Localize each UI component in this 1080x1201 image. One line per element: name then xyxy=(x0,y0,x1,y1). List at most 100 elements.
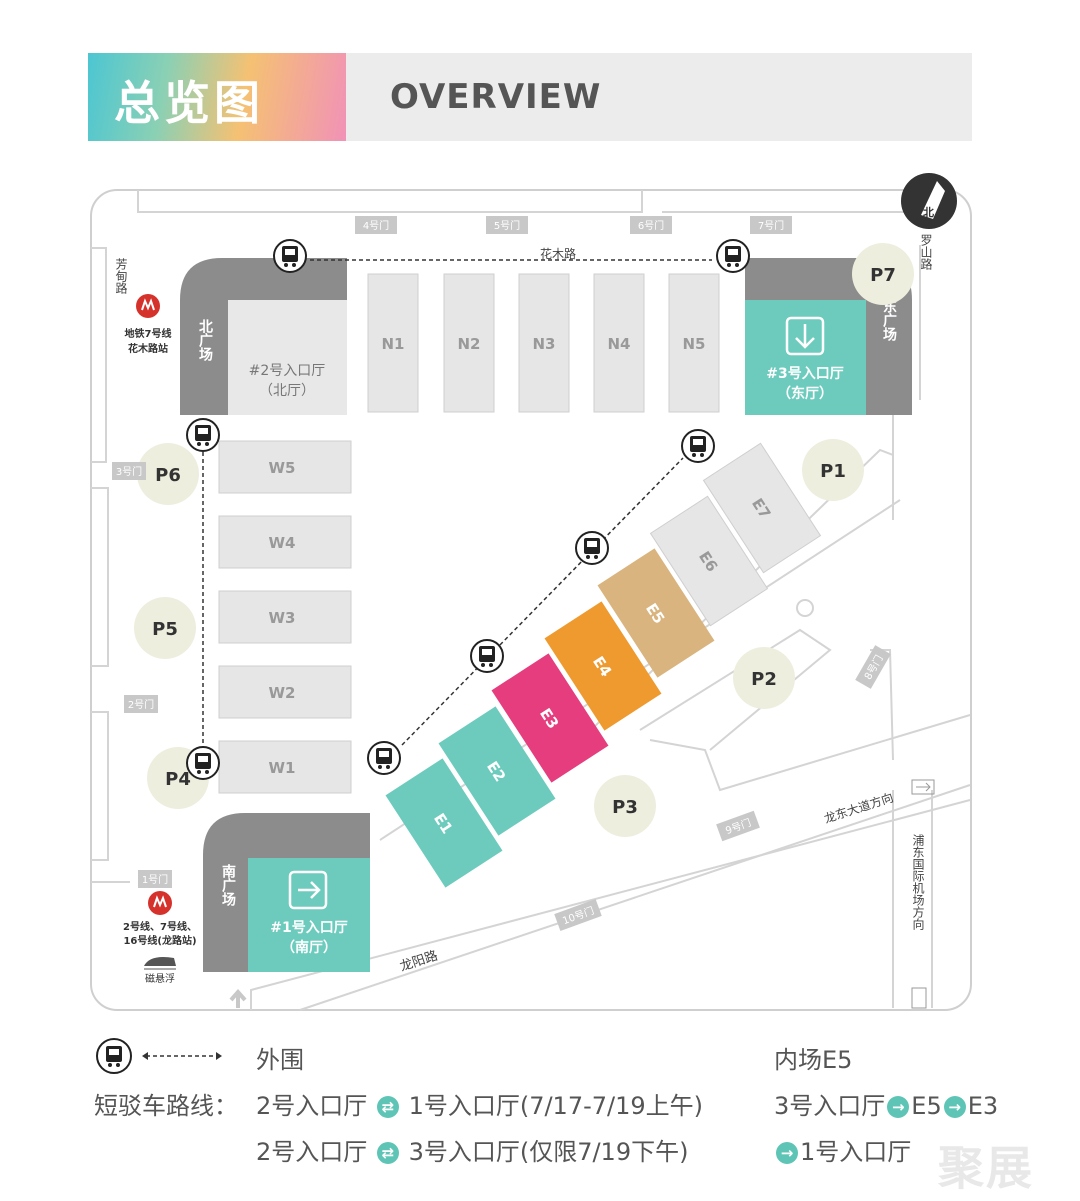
route2-start: 2号入口厅 xyxy=(256,1138,368,1166)
hall-e1[interactable]: E1 xyxy=(385,758,503,888)
hall-n5[interactable]: N5 xyxy=(668,273,720,413)
gate-3[interactable]: 3号门 xyxy=(112,462,146,480)
gate-6[interactable]: 6号门 xyxy=(630,216,672,234)
legend-dashed-arrow xyxy=(142,1052,222,1060)
swap-icon: ⇄ xyxy=(376,1142,399,1164)
road-fangdian: 芳甸路 xyxy=(114,258,128,295)
north-halls: N1 N2 N3 N4 N5 xyxy=(367,273,720,413)
bus-stop-e5[interactable] xyxy=(575,531,609,565)
svg-text:1号门: 1号门 xyxy=(142,873,168,886)
route2-end: 3号入口厅(仅限7/19下午) xyxy=(408,1138,689,1166)
svg-text:2号门: 2号门 xyxy=(128,698,154,711)
gate-7[interactable]: 7号门 xyxy=(750,216,792,234)
hall-e6[interactable]: E6 xyxy=(649,495,769,627)
metro-south-label-2: 16号线(龙路站) xyxy=(123,934,196,947)
bus-stop-e3[interactable] xyxy=(470,639,504,673)
hall-w1[interactable]: W1 xyxy=(218,740,352,794)
parking-p6[interactable]: P6 xyxy=(137,443,199,505)
inner-start: 3号入口厅 xyxy=(774,1092,886,1120)
svg-text:P7: P7 xyxy=(870,265,896,286)
north-compass-icon: 北 xyxy=(901,173,957,229)
route1-start: 2号入口厅 xyxy=(256,1092,368,1120)
hall-n1[interactable]: N1 xyxy=(367,273,419,413)
title-gradient-block: 总览图 xyxy=(88,53,346,141)
svg-text:3号门: 3号门 xyxy=(116,465,142,478)
svg-text:P2: P2 xyxy=(751,669,777,690)
svg-text:P5: P5 xyxy=(152,619,178,640)
bus-stops xyxy=(186,239,750,780)
road-huamu: 花木路 xyxy=(540,246,576,261)
arrow-right-icon: → xyxy=(776,1142,798,1164)
gate-5[interactable]: 5号门 xyxy=(486,216,528,234)
svg-text:P6: P6 xyxy=(155,465,181,486)
svg-text:P1: P1 xyxy=(820,461,846,482)
svg-text:N2: N2 xyxy=(458,335,481,353)
hall-w2[interactable]: W2 xyxy=(218,665,352,719)
svg-text:W1: W1 xyxy=(269,759,296,777)
parking-p5[interactable]: P5 xyxy=(134,597,196,659)
legend-bus-icon xyxy=(96,1038,132,1074)
svg-text:N3: N3 xyxy=(533,335,556,353)
svg-text:5号门: 5号门 xyxy=(494,219,520,232)
hall-n2[interactable]: N2 xyxy=(443,273,495,413)
hall-e3[interactable]: E3 xyxy=(491,653,609,783)
svg-text:N5: N5 xyxy=(683,335,706,353)
parking-areas: P1 P2 P3 P4 P5 P6 P7 xyxy=(134,243,914,837)
svg-text:P3: P3 xyxy=(612,797,638,818)
metro-north-label-2: 花木路站 xyxy=(128,342,168,355)
gate-1[interactable]: 1号门 xyxy=(138,870,172,888)
entrance-1-sub: （南厅） xyxy=(281,939,337,956)
svg-text:W3: W3 xyxy=(269,609,296,627)
hall-e4[interactable]: E4 xyxy=(544,601,662,731)
entrance-3-sub: （东厅） xyxy=(777,385,833,402)
maglev-label: 磁悬浮 xyxy=(145,972,175,985)
entrance-2-title: #2号入口厅 xyxy=(249,363,326,379)
parking-p7[interactable]: P7 xyxy=(852,243,914,305)
bus-stop-west-bottom[interactable] xyxy=(186,746,220,780)
bus-stop-e1[interactable] xyxy=(367,741,401,775)
gate-2[interactable]: 2号门 xyxy=(124,695,158,713)
bus-stop-west-top[interactable] xyxy=(186,418,220,452)
north-plaza xyxy=(180,258,347,415)
inner-mid: E5 xyxy=(911,1092,942,1120)
legend-outer-label: 外围 xyxy=(256,1046,304,1074)
entrance-1-title: #1号入口厅 xyxy=(270,920,347,936)
legend-inner-route-2: →1号入口厅 xyxy=(774,1132,911,1167)
hall-e2[interactable]: E2 xyxy=(438,706,556,836)
hall-w3[interactable]: W3 xyxy=(218,590,352,644)
road-airport: 浦东国际机场方向 xyxy=(911,834,925,930)
metro-south-icon xyxy=(148,891,172,915)
svg-text:6号门: 6号门 xyxy=(638,219,664,232)
inner-end: E3 xyxy=(967,1092,999,1120)
legend-route-1: 2号入口厅 ⇄ 1号入口厅(7/17-7/19上午) xyxy=(256,1086,703,1121)
svg-text:W5: W5 xyxy=(269,459,296,477)
svg-text:4号门: 4号门 xyxy=(363,219,389,232)
svg-text:N1: N1 xyxy=(382,335,405,353)
metro-north-label-1: 地铁7号线 xyxy=(125,327,172,340)
arrow-right-icon: → xyxy=(887,1096,910,1118)
gate-9[interactable]: 9号门 xyxy=(716,810,760,842)
hall-n3[interactable]: N3 xyxy=(518,273,570,413)
bus-stop-north-west[interactable] xyxy=(273,239,307,273)
hall-e5[interactable]: E5 xyxy=(597,548,715,678)
parking-p1[interactable]: P1 xyxy=(802,439,864,501)
entrance-2-sub: （北厅） xyxy=(259,383,315,399)
entrance-3-title: #3号入口厅 xyxy=(766,366,843,382)
bus-stop-e7[interactable] xyxy=(681,429,715,463)
hall-n4[interactable]: N4 xyxy=(593,273,645,413)
svg-text:N4: N4 xyxy=(608,335,631,353)
bus-stop-north-east[interactable] xyxy=(716,239,750,273)
page-title-cn: 总览图 xyxy=(114,76,264,130)
page-title-en: OVERVIEW xyxy=(390,77,602,117)
parking-p2[interactable]: P2 xyxy=(733,647,795,709)
gate-4[interactable]: 4号门 xyxy=(355,216,397,234)
north-plaza-label: 北广场 xyxy=(197,319,213,362)
swap-icon: ⇄ xyxy=(376,1096,399,1118)
svg-text:W2: W2 xyxy=(269,684,296,702)
hall-e7[interactable]: E7 xyxy=(702,442,822,574)
arrow-right-icon: → xyxy=(943,1096,966,1118)
hall-w5[interactable]: W5 xyxy=(218,440,352,494)
hall-w4[interactable]: W4 xyxy=(218,515,352,569)
parking-p3[interactable]: P3 xyxy=(594,775,656,837)
entrance-down-icon xyxy=(785,316,825,356)
